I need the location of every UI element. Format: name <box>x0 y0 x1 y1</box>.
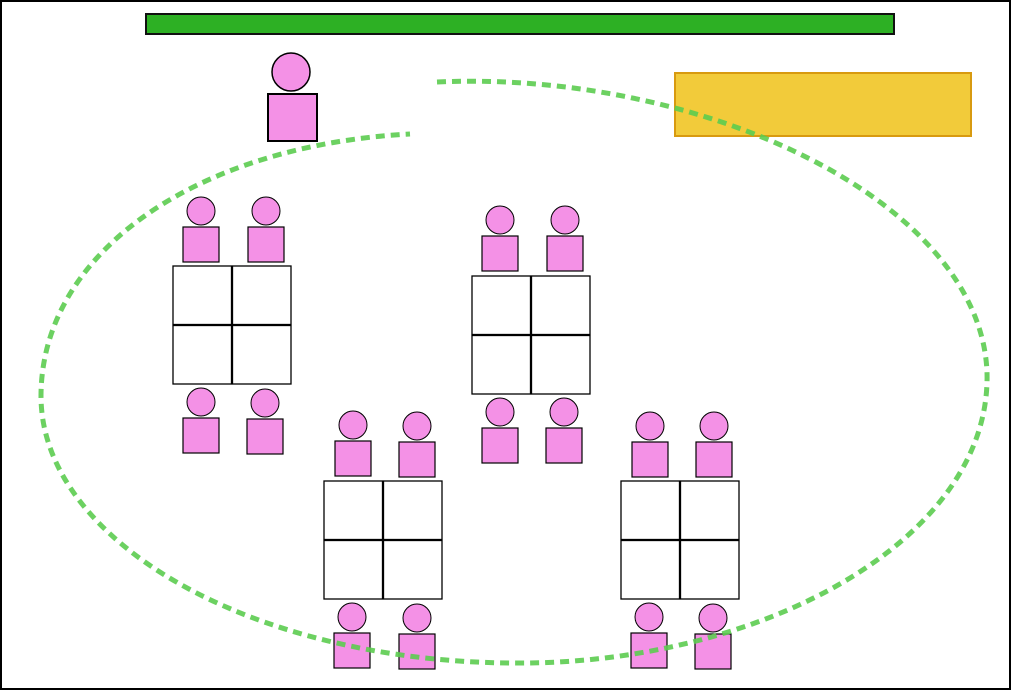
student <box>546 205 584 272</box>
student-desk <box>323 539 384 600</box>
student-desk <box>530 275 591 336</box>
student-desk <box>471 334 532 395</box>
student-head <box>186 387 216 417</box>
student <box>545 397 583 464</box>
student-head <box>402 603 432 633</box>
desk-group-3 <box>323 410 443 670</box>
student-head <box>250 388 280 418</box>
student-head <box>485 397 515 427</box>
student-head <box>186 196 216 226</box>
desk-groups <box>172 196 740 670</box>
student <box>481 205 519 272</box>
student-body <box>182 226 220 263</box>
student-head <box>634 602 664 632</box>
student-body <box>481 235 519 272</box>
student <box>182 196 220 263</box>
teacher-desk <box>674 72 972 137</box>
student <box>247 196 285 263</box>
student-body <box>182 417 220 454</box>
teacher-head <box>271 52 311 92</box>
student-body <box>247 226 285 263</box>
student-desk <box>231 265 292 326</box>
student-head <box>699 411 729 441</box>
student <box>631 411 669 478</box>
student-desk <box>323 480 384 541</box>
student-body <box>334 440 372 477</box>
student-desk <box>620 539 681 600</box>
teacher <box>267 52 318 142</box>
whiteboard <box>145 13 895 35</box>
student <box>334 410 372 477</box>
student-body <box>398 633 436 670</box>
student <box>398 603 436 670</box>
student <box>630 602 668 669</box>
student-desk <box>172 265 233 326</box>
desk-group-4 <box>620 411 740 670</box>
student-desk <box>231 324 292 385</box>
student-desk <box>620 480 681 541</box>
student-desk <box>679 480 740 541</box>
student-head <box>337 602 367 632</box>
student-body <box>631 441 669 478</box>
student <box>182 387 220 454</box>
student-desk <box>382 539 443 600</box>
student-body <box>630 632 668 669</box>
student <box>481 397 519 464</box>
student-head <box>338 410 368 440</box>
student-head <box>402 411 432 441</box>
student <box>694 603 732 670</box>
student <box>398 411 436 478</box>
student <box>246 388 284 455</box>
student-desk <box>530 334 591 395</box>
student-head <box>550 205 580 235</box>
circle-time-path <box>38 78 990 666</box>
student-desk <box>679 539 740 600</box>
student <box>333 602 371 669</box>
student-desk <box>471 275 532 336</box>
student-body <box>398 441 436 478</box>
student-body <box>546 235 584 272</box>
student-body <box>481 427 519 464</box>
student-head <box>251 196 281 226</box>
student-head <box>549 397 579 427</box>
student <box>695 411 733 478</box>
student-body <box>246 418 284 455</box>
student-desk <box>172 324 233 385</box>
student-body <box>695 441 733 478</box>
student-desk <box>382 480 443 541</box>
desk-group-2 <box>471 205 591 464</box>
student-head <box>698 603 728 633</box>
desk-group-1 <box>172 196 292 455</box>
student-head <box>635 411 665 441</box>
student-body <box>545 427 583 464</box>
student-body <box>333 632 371 669</box>
teacher-body <box>267 93 318 142</box>
student-head <box>485 205 515 235</box>
